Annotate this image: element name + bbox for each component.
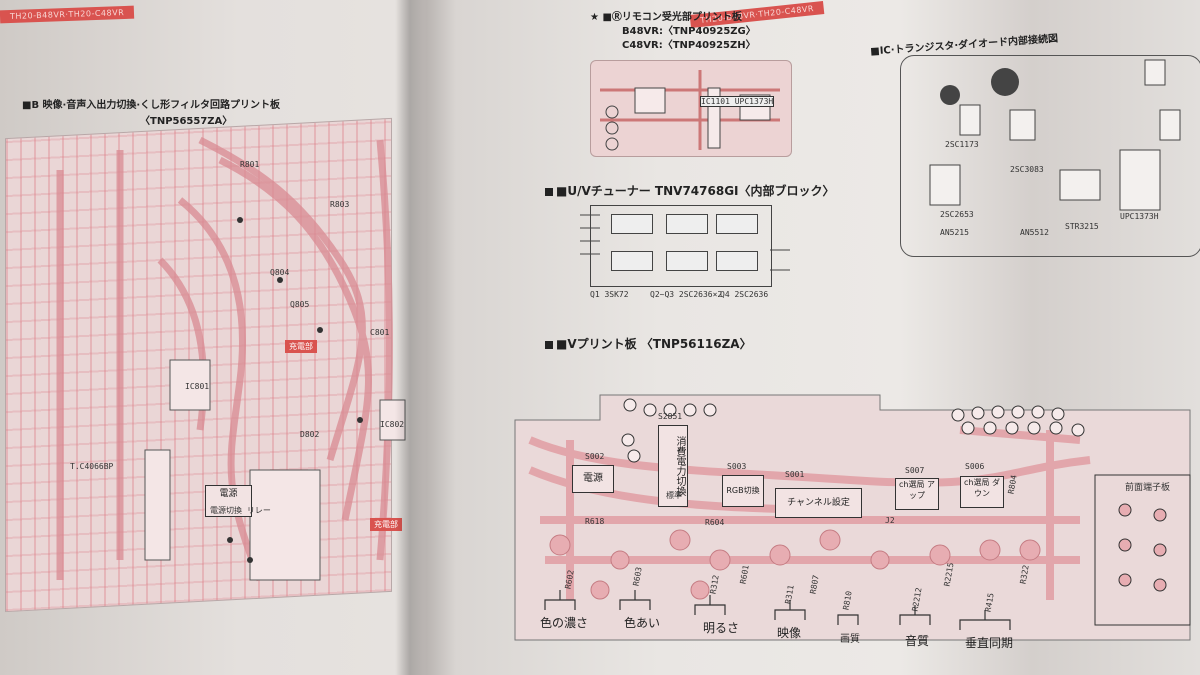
switch-power: 電源 bbox=[572, 465, 614, 493]
control-color-saturation: 色の濃さ bbox=[540, 616, 589, 630]
left-ref-1: IC802 bbox=[380, 420, 405, 429]
control-sharpness: 画質 bbox=[840, 634, 860, 645]
left-ref-2: Q804 bbox=[270, 268, 290, 277]
tuner-block-3 bbox=[716, 214, 758, 234]
switch-id-1: S2851 bbox=[658, 412, 683, 421]
switch-power-consumption: 消費電力切換 bbox=[658, 425, 688, 507]
tuner-block-2 bbox=[666, 214, 708, 234]
ic-part-1: 2SC2653 bbox=[940, 210, 974, 219]
tuner-part-1: Q2~Q3 2SC2636×2 bbox=[650, 290, 723, 299]
tuner-block-4 bbox=[611, 251, 653, 271]
tuner-block-1 bbox=[611, 214, 653, 234]
left-part-number: 〈TNP56557ZA〉 bbox=[140, 116, 233, 127]
left-ref-6: R803 bbox=[330, 200, 350, 209]
remote-ic-label: IC1101 UPC1373H bbox=[700, 96, 775, 107]
control-brightness: 明るさ bbox=[703, 621, 740, 635]
switch-ch-down: ch選局 ダウン bbox=[960, 476, 1004, 508]
v-board-title: ■Vプリント板 〈TNP56116ZA〉 bbox=[545, 335, 752, 352]
tuner-block-6 bbox=[716, 251, 758, 271]
resistor-0: R618 bbox=[585, 517, 605, 526]
control-tone: 音質 bbox=[905, 634, 930, 648]
v-board-title-text: ■Vプリント板 〈TNP56116ZA〉 bbox=[556, 337, 752, 351]
left-section-title: ■B 映像·音声入出力切換·くし形フィルタ回路プリント板 bbox=[22, 100, 280, 111]
ic-part-6: UPC1373H bbox=[1120, 212, 1159, 221]
left-label-power: 電源 bbox=[205, 485, 252, 517]
tuner-title: ■U/Vチューナー TNV74768GI〈内部ブロック〉 bbox=[545, 182, 835, 199]
front-terminal-board-label: 前面端子板 bbox=[1125, 483, 1171, 493]
left-warning-label-2: 充電部 bbox=[370, 518, 402, 531]
tuner-part-2: Q4 2SC2636 bbox=[720, 290, 769, 299]
ic-diagram-panel bbox=[900, 55, 1200, 257]
switch-sel-mark: J2 bbox=[885, 516, 895, 525]
left-ref-4: C801 bbox=[370, 328, 390, 337]
ic-part-5: STR3215 bbox=[1065, 222, 1099, 231]
book-gutter bbox=[395, 0, 425, 675]
tuner-title-text: ■U/Vチューナー TNV74768GI〈内部ブロック〉 bbox=[556, 184, 835, 198]
remote-title-line2: B48VR:〈TNP40925ZG〉 bbox=[622, 26, 756, 37]
switch-id-0: S002 bbox=[585, 452, 605, 461]
left-pcb-traces bbox=[56, 136, 406, 582]
switch-id-2: S003 bbox=[727, 462, 747, 471]
control-picture: 映像 bbox=[777, 626, 802, 640]
left-warning-label-1: 充電部 bbox=[285, 340, 317, 353]
left-label-relay: 電源切換 リレー bbox=[210, 506, 271, 515]
left-ref-0: IC801 bbox=[185, 382, 210, 391]
tuner-block-5 bbox=[666, 251, 708, 271]
resistor-1: R604 bbox=[705, 518, 725, 527]
control-vertical-hold: 垂直同期 bbox=[965, 636, 1014, 650]
switch-ch-up: ch選局 アップ bbox=[895, 478, 939, 510]
left-page: TH20-B48VR·TH20-C48VR ■B 映像·音声入出力切換·くし形フ… bbox=[0, 0, 410, 675]
left-ref-3: Q805 bbox=[290, 300, 310, 309]
tuner-part-0: Q1 3SK72 bbox=[590, 290, 629, 299]
left-ref-7: D802 bbox=[300, 430, 320, 439]
switch-rgb: RGB切換 bbox=[722, 475, 764, 507]
control-tint: 色あい bbox=[624, 616, 661, 630]
remote-title-line3: C48VR:〈TNP40925ZH〉 bbox=[622, 40, 756, 51]
ic-part-2: 2SC3083 bbox=[1010, 165, 1044, 174]
switch-id-3: S001 bbox=[785, 470, 805, 479]
left-label-ic: T.C4066BP bbox=[70, 462, 114, 471]
ic-part-3: AN5215 bbox=[940, 228, 969, 237]
left-ref-5: R801 bbox=[240, 160, 260, 169]
switch-id-4: S007 bbox=[905, 466, 925, 475]
ic-part-4: AN5512 bbox=[1020, 228, 1049, 237]
remote-title-line1: ★ ■Ⓡリモコン受光部プリント板 bbox=[590, 12, 742, 23]
switch-channel-set: チャンネル設定 bbox=[775, 488, 862, 518]
tuner-block-diagram bbox=[590, 205, 772, 287]
ic-part-0: 2SC1173 bbox=[945, 140, 979, 149]
switch-std-mark: 標準 bbox=[666, 491, 682, 500]
switch-id-5: S006 bbox=[965, 462, 985, 471]
